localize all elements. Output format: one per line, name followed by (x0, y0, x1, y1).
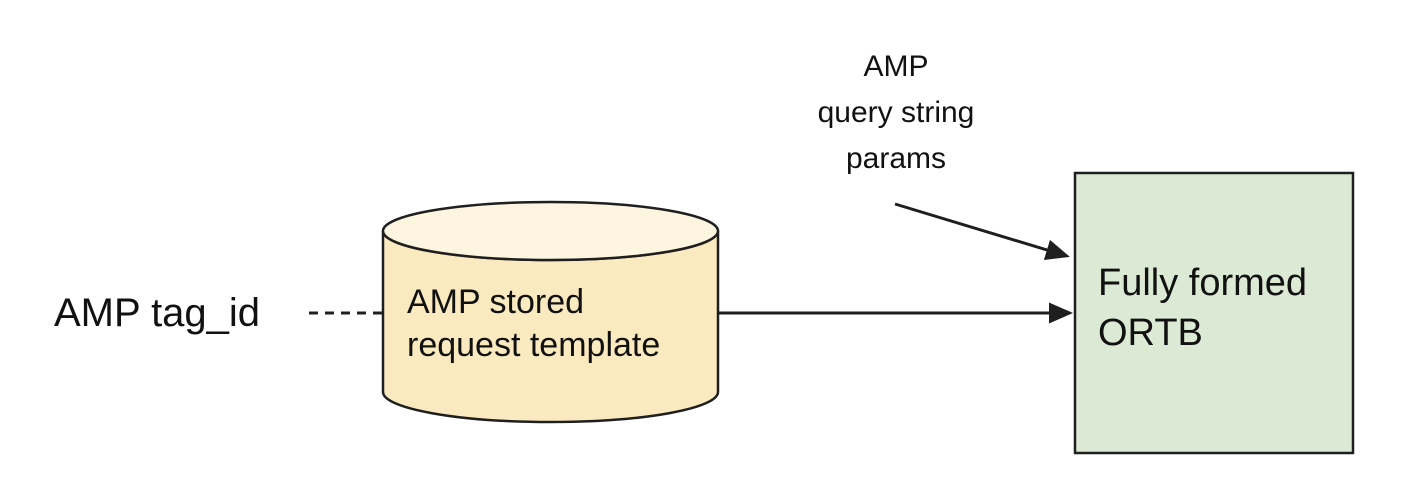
amp-tag-id-text: AMP tag_id (54, 291, 261, 335)
amp-tag-id-label: AMP tag_id (54, 290, 260, 336)
fully-formed-ortb-box (1073, 171, 1355, 455)
connector-params-to-ortb (894, 202, 1070, 260)
stored-request-template-cylinder (381, 200, 720, 424)
stored-request-template-line1: AMP stored (407, 283, 585, 321)
stored-request-template-line2: request template (407, 326, 661, 364)
query-string-params-line1: AMP (863, 50, 929, 83)
query-string-params-line3: params (845, 142, 947, 175)
fully-formed-ortb-label: Fully formed ORTB (1098, 258, 1307, 358)
cylinder-top-ellipse (381, 200, 720, 262)
stored-request-template-label: AMP stored request template (407, 281, 660, 367)
fully-formed-ortb-line2: ORTB (1098, 312, 1203, 354)
fully-formed-ortb-line1: Fully formed (1098, 262, 1308, 304)
query-string-params-label: AMP query string params (770, 44, 1022, 182)
query-string-params-line2: query string (817, 96, 975, 129)
